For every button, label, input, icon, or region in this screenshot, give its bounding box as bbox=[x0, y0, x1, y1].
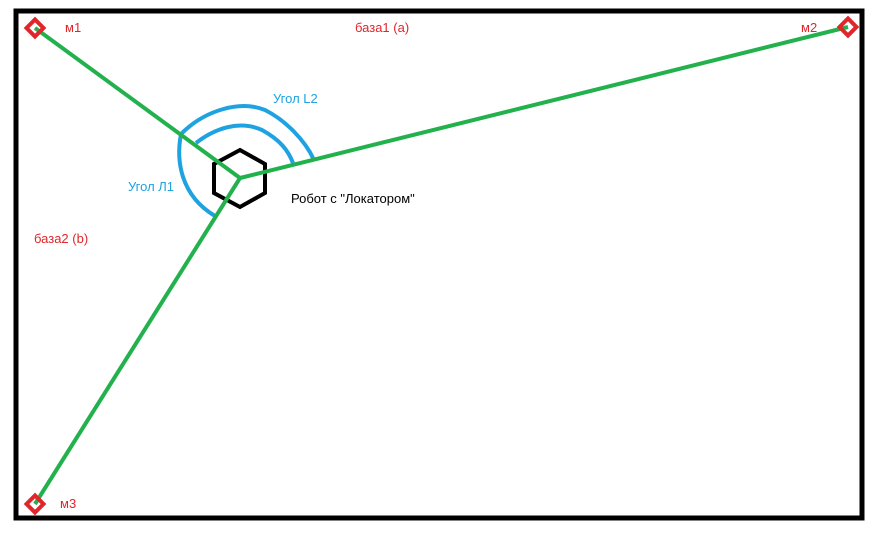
angle-l2-inner-arc bbox=[194, 123, 295, 164]
label-m1: м1 bbox=[65, 20, 82, 35]
label-m2: м2 bbox=[801, 20, 818, 35]
label-angle-l2: Угол L2 bbox=[273, 91, 318, 106]
label-base2: база2 (b) bbox=[34, 231, 89, 246]
angle-l1-arc bbox=[177, 133, 217, 218]
label-robot: Робот с "Локатором" bbox=[291, 191, 415, 206]
field-frame bbox=[13, 8, 865, 521]
label-base1: база1 (a) bbox=[355, 20, 410, 35]
marker-m2-icon bbox=[836, 15, 860, 39]
line-to-m3 bbox=[33, 176, 242, 506]
label-m3: м3 bbox=[60, 496, 77, 511]
line-to-m1 bbox=[33, 26, 242, 180]
line-to-m2 bbox=[239, 25, 849, 180]
angle-l2-outer-arc bbox=[179, 104, 316, 161]
marker-m1-icon bbox=[23, 16, 47, 40]
robot-hexagon bbox=[212, 147, 267, 210]
marker-m3-icon bbox=[23, 492, 47, 516]
label-angle-l1: Угол Л1 bbox=[128, 179, 175, 194]
